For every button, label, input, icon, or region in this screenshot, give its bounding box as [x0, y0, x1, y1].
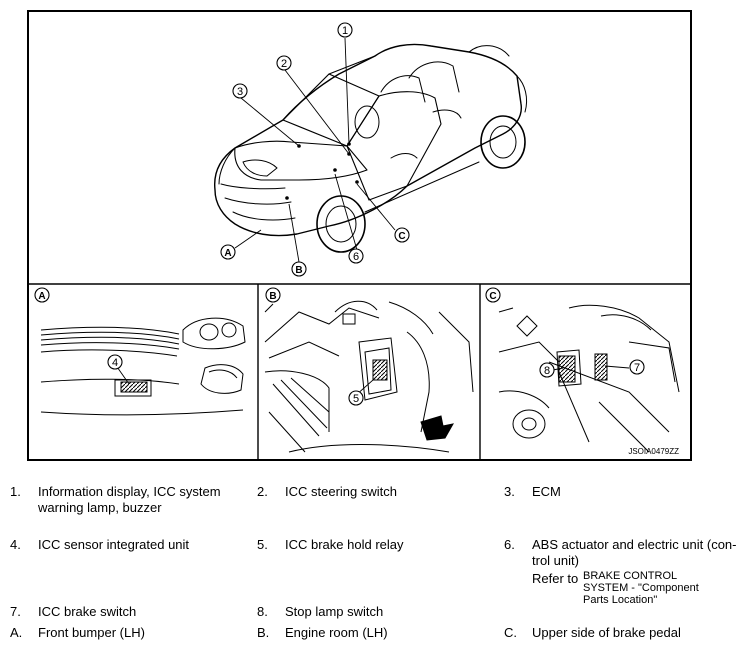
- legend-text: ICC brake switch: [38, 604, 137, 619]
- legend-text: Stop lamp switch: [285, 604, 384, 619]
- callout-2-label: 2: [281, 58, 287, 70]
- legend-num: B.: [257, 625, 270, 640]
- svg-text:8: 8: [544, 365, 550, 377]
- callout-B-label: B: [295, 265, 302, 276]
- legend-text: Information display, ICC system warning …: [38, 484, 221, 515]
- callout-C-label: C: [398, 231, 405, 242]
- legend-text: ICC brake hold relay: [285, 537, 404, 552]
- svg-text:7: 7: [634, 362, 640, 374]
- svg-text:B: B: [269, 291, 276, 302]
- main-leaders: [234, 37, 396, 263]
- car-illustration: [214, 43, 528, 253]
- refer-prefix: Refer to: [532, 571, 579, 586]
- legend-text: ICC steering switch: [285, 484, 397, 499]
- legend-num: 5.: [257, 537, 268, 552]
- detail-frame: [29, 283, 690, 459]
- callout-6-label: 6: [353, 251, 359, 263]
- main-callouts: 1 2 3 A B 6 C: [220, 22, 410, 277]
- svg-text:A: A: [38, 291, 45, 302]
- callout-C: C: [394, 227, 410, 243]
- legend-text: Upper side of brake pedal: [532, 625, 681, 640]
- callout-1-label: 1: [342, 25, 348, 37]
- callout-5: 5: [348, 390, 364, 406]
- detail-b-tag: B: [265, 287, 281, 303]
- refer-link[interactable]: BRAKE CONTROL SYSTEM - "Component Parts …: [583, 570, 699, 606]
- svg-text:5: 5: [353, 393, 359, 405]
- legend-num: 1.: [10, 484, 21, 499]
- legend-text: ABS actuator and electric unit (con-trol…: [532, 537, 737, 568]
- callout-3-label: 3: [237, 86, 243, 98]
- callout-A: A: [220, 244, 236, 260]
- component-location-figure: 1 2 3 A B 6 C A 4 B: [27, 10, 692, 461]
- callout-6: 6: [348, 248, 364, 264]
- callout-1: 1: [337, 22, 353, 38]
- detail-a-tag: A: [34, 287, 50, 303]
- detail-a: A 4: [34, 287, 246, 416]
- callout-A-label: A: [224, 248, 231, 259]
- legend-num: C.: [504, 625, 517, 640]
- detail-b: B 5: [264, 287, 474, 453]
- detail-c-tag: C: [485, 287, 501, 303]
- detail-c: C 8 7: [485, 287, 680, 453]
- legend-text: Front bumper (LH): [38, 625, 145, 640]
- main-dots: [285, 142, 359, 200]
- refer-note: Refer to BRAKE CONTROL SYSTEM - "Compone…: [532, 570, 742, 606]
- legend-num: 6.: [504, 537, 515, 552]
- legend-num: 8.: [257, 604, 268, 619]
- legend-num: 3.: [504, 484, 515, 499]
- legend-num: 4.: [10, 537, 21, 552]
- callout-3: 3: [232, 83, 248, 99]
- legend-num: A.: [10, 625, 23, 640]
- callout-4: 4: [107, 354, 123, 370]
- legend-num: 7.: [10, 604, 21, 619]
- callout-8: 8: [539, 362, 555, 378]
- svg-text:C: C: [489, 291, 496, 302]
- figure-code: JSOIA0479ZZ: [628, 447, 679, 456]
- legend-num: 2.: [257, 484, 268, 499]
- legend-text: ICC sensor integrated unit: [38, 537, 190, 552]
- legend: 1. Information display, ICC system warni…: [0, 476, 752, 650]
- callout-B: B: [291, 261, 307, 277]
- svg-text:4: 4: [112, 357, 118, 369]
- callout-7: 7: [629, 359, 645, 375]
- legend-text: Engine room (LH): [285, 625, 388, 640]
- callout-2: 2: [276, 55, 292, 71]
- figure-svg: 1 2 3 A B 6 C A 4 B: [29, 22, 690, 459]
- legend-text: ECM: [532, 484, 561, 499]
